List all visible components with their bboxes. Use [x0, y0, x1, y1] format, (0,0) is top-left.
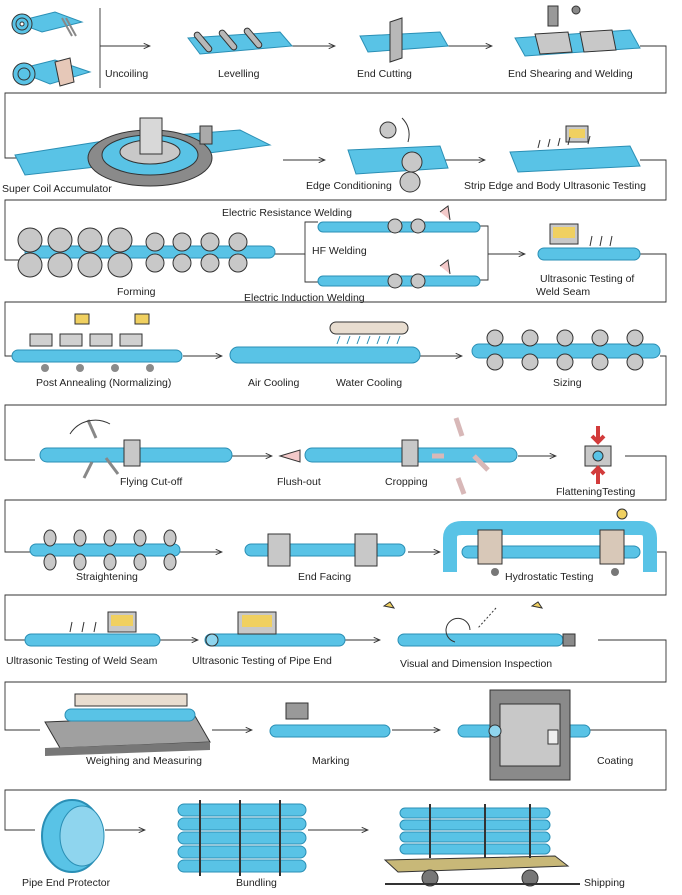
step-labels: Uncoiling Levelling End Cutting End Shea… — [2, 68, 646, 889]
weighing-measuring-illustration — [44, 693, 211, 756]
label-weighing-measuring: Weighing and Measuring — [86, 755, 202, 767]
resistance-welding-illustration — [317, 205, 481, 234]
shipping-illustration — [383, 804, 580, 887]
cropping-illustration — [304, 417, 518, 495]
ut-pipe-end-illustration — [204, 611, 346, 647]
label-resistance-welding: Electric Resistance Welding — [222, 207, 352, 219]
label-forming: Forming — [117, 286, 156, 298]
sizing-illustration — [471, 329, 661, 371]
weld-seam-ultrasonic-illustration — [537, 223, 641, 261]
flush-out-illustration — [278, 449, 301, 463]
air-water-cooling-illustration — [229, 321, 421, 364]
label-hf-welding: HF Welding — [312, 245, 367, 257]
induction-welding-illustration — [317, 259, 481, 289]
label-strip-ultrasonic: Strip Edge and Body Ultrasonic Testing — [464, 180, 646, 192]
label-flush-out: Flush-out — [277, 476, 321, 488]
label-edge-conditioning: Edge Conditioning — [306, 180, 392, 192]
label-end-shearing-welding: End Shearing and Welding — [508, 68, 633, 80]
label-levelling: Levelling — [218, 68, 260, 80]
label-flattening-testing: FlatteningTesting — [556, 486, 636, 498]
label-induction-welding: Electric Induction Welding — [244, 292, 365, 304]
label-ut-weld-seam-line1: Ultrasonic Testing of — [540, 273, 634, 285]
uncoiling-illustration — [11, 11, 92, 87]
label-post-annealing: Post Annealing (Normalizing) — [36, 377, 171, 389]
marking-illustration — [269, 702, 391, 738]
label-hydrostatic-testing: Hydrostatic Testing — [505, 571, 594, 583]
label-end-cutting: End Cutting — [357, 68, 412, 80]
label-shipping: Shipping — [584, 877, 625, 889]
label-ut-weld-seam-2: Ultrasonic Testing of Weld Seam — [6, 655, 158, 667]
label-bundling: Bundling — [236, 877, 277, 889]
pipe-end-protector-illustration — [41, 799, 105, 873]
strip-ultrasonic-illustration — [509, 125, 641, 173]
flow-connectors — [4, 8, 667, 830]
label-end-facing: End Facing — [298, 571, 351, 583]
visual-dimension-illustration — [382, 601, 576, 647]
label-ut-pipe-end: Ultrasonic Testing of Pipe End — [192, 655, 332, 667]
label-super-coil-accumulator: Super Coil Accumulator — [2, 183, 112, 195]
label-pipe-end-protector: Pipe End Protector — [22, 877, 111, 889]
post-annealing-illustration — [11, 313, 183, 372]
label-straightening: Straightening — [76, 571, 138, 583]
bundling-illustration — [177, 800, 307, 876]
coating-illustration — [457, 689, 591, 781]
straightening-illustration — [29, 529, 181, 571]
label-marking: Marking — [312, 755, 350, 767]
super-coil-accumulator-illustration — [14, 117, 272, 187]
levelling-illustration — [187, 27, 294, 55]
edge-conditioning-illustration — [347, 117, 449, 193]
hydrostatic-test-illustration — [443, 508, 657, 576]
label-cropping: Cropping — [385, 476, 428, 488]
end-shearing-welding-illustration — [514, 5, 641, 57]
flattening-test-illustration — [584, 426, 612, 484]
label-uncoiling: Uncoiling — [105, 68, 148, 80]
ut-weld-seam-illustration — [24, 611, 161, 647]
label-ut-weld-seam-line2: Weld Seam — [536, 286, 590, 298]
label-water-cooling: Water Cooling — [336, 377, 402, 389]
label-air-cooling: Air Cooling — [248, 377, 300, 389]
end-cutting-illustration — [359, 17, 449, 63]
label-flying-cutoff: Flying Cut-off — [120, 476, 182, 488]
forming-illustration — [17, 227, 276, 278]
label-sizing: Sizing — [553, 377, 582, 389]
flying-cutoff-illustration — [39, 419, 233, 479]
label-coating: Coating — [597, 755, 633, 767]
end-facing-illustration — [244, 533, 406, 567]
label-visual-dimension: Visual and Dimension Inspection — [400, 658, 552, 670]
